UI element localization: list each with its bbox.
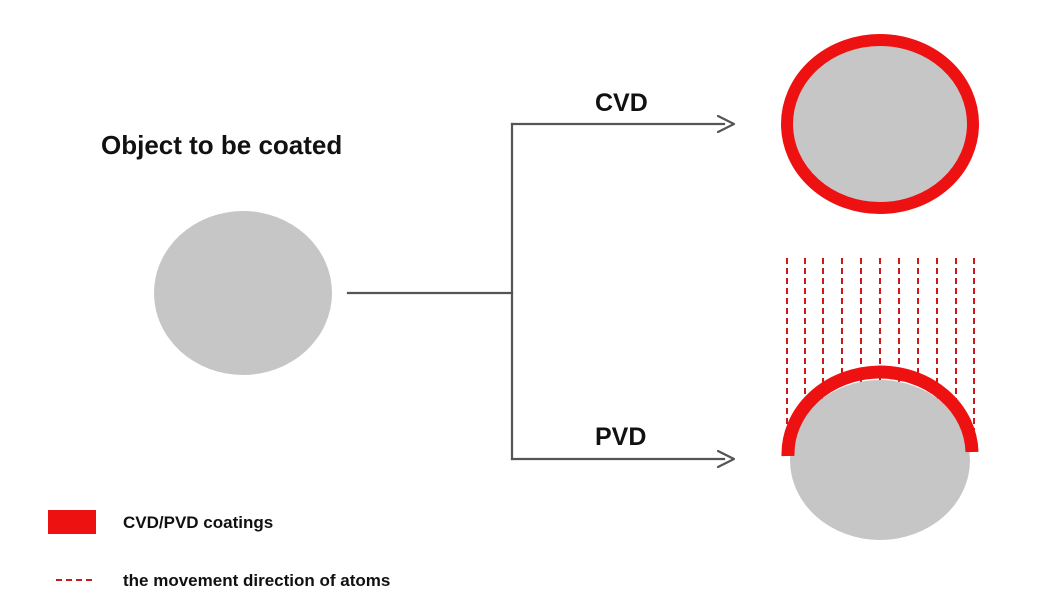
pvd-top-coating [781, 365, 979, 457]
source-object-circle [154, 211, 332, 375]
connector-lines [346, 122, 726, 461]
object-title: Object to be coated [101, 130, 342, 160]
coating-swatch-icon [48, 510, 96, 534]
cvd-label: CVD [595, 89, 648, 117]
pvd-arrowhead-icon [716, 449, 736, 469]
legend-coating-label: CVD/PVD coatings [123, 513, 273, 532]
pvd-label: PVD [595, 423, 646, 451]
pvd-object [790, 380, 970, 540]
cvd-coated-object [781, 34, 979, 214]
arrow-heads [716, 114, 736, 469]
cvd-arrowhead-icon [716, 114, 736, 134]
legend-atoms-label: the movement direction of atoms [123, 571, 390, 590]
